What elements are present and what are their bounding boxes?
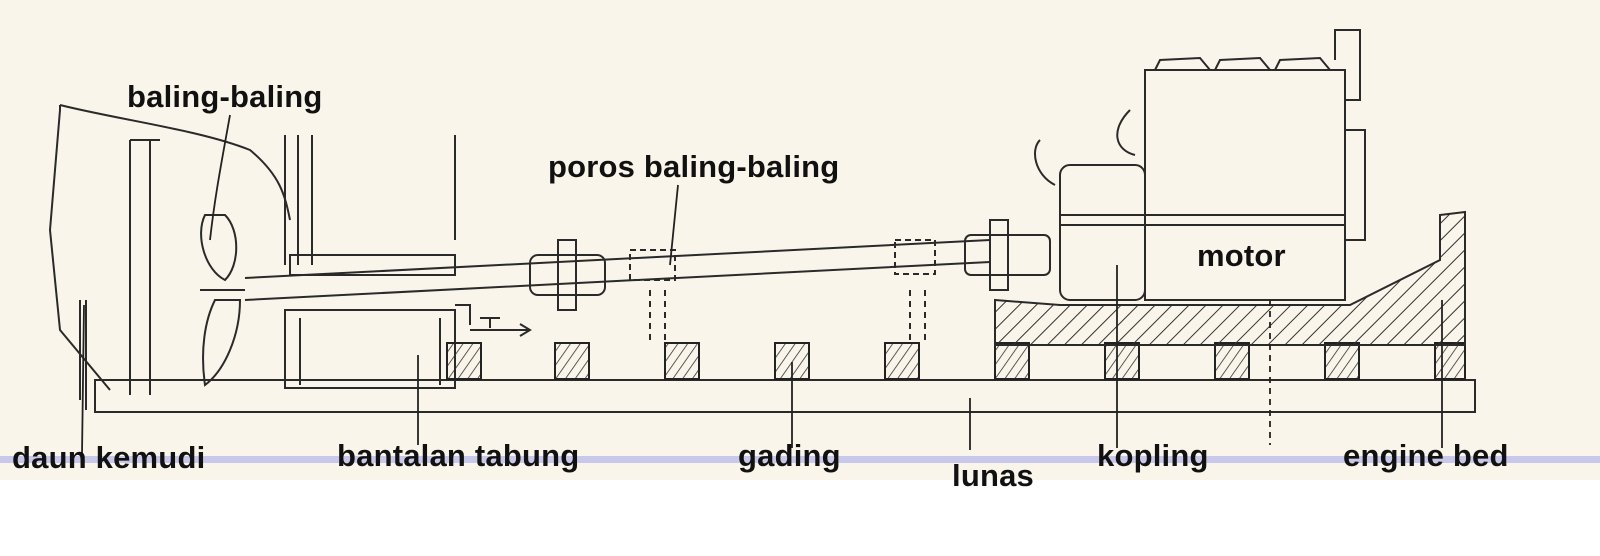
propeller [200,214,245,387]
frame-block-2 [554,342,590,380]
frame-block-1 [446,342,482,380]
paper-background [0,0,1600,480]
label-rudder: daun kemudi [12,440,206,475]
label-propeller: baling-baling [127,79,323,114]
engine-accessory [1034,109,1136,186]
leader-propeller [209,114,231,241]
frame-block-6 [994,342,1030,380]
shaft-bearing-2 [894,239,936,275]
label-coupling: kopling [1097,438,1209,473]
stern-tube-upper [289,254,456,276]
shaft-bearing-1 [629,249,676,281]
frame-block-3 [664,342,700,380]
shaft-bearing-2-support [909,290,926,345]
frame-block-10 [1434,342,1466,380]
rudder [79,300,87,410]
engine-flywheel [1344,129,1366,241]
label-frame: gading [738,438,841,473]
leader-propeller-shaft [669,184,679,266]
stern-tube-detail [299,304,471,385]
stern-tubes-vertical [284,135,456,265]
frame-block-9 [1324,342,1360,380]
hull-stern-outline [48,104,291,391]
engine-head [1154,56,1331,71]
shaft-coupling-1-flange [557,239,577,311]
shaft-coupling-1 [529,254,606,296]
label-engine-bed: engine bed [1343,438,1509,473]
label-motor: motor [1197,238,1286,273]
stern-post [129,139,160,395]
frame-block-8 [1214,342,1250,380]
thrust-arrow [470,317,532,337]
label-keel: lunas [952,458,1034,493]
label-strike-line [0,456,1600,463]
engine-coupling-flange [989,219,1009,291]
propeller-shaft [244,239,991,301]
engine-mid-line [1060,214,1345,226]
leader-rudder [81,304,85,456]
frame-block-5 [884,342,920,380]
engine-exhaust [1334,29,1361,101]
label-stern-tube-bearing: bantalan tabung [337,438,580,473]
shaft-bearing-1-support [649,290,666,340]
label-propeller-shaft: poros baling-baling [548,149,840,184]
frame-block-7 [1104,342,1140,380]
